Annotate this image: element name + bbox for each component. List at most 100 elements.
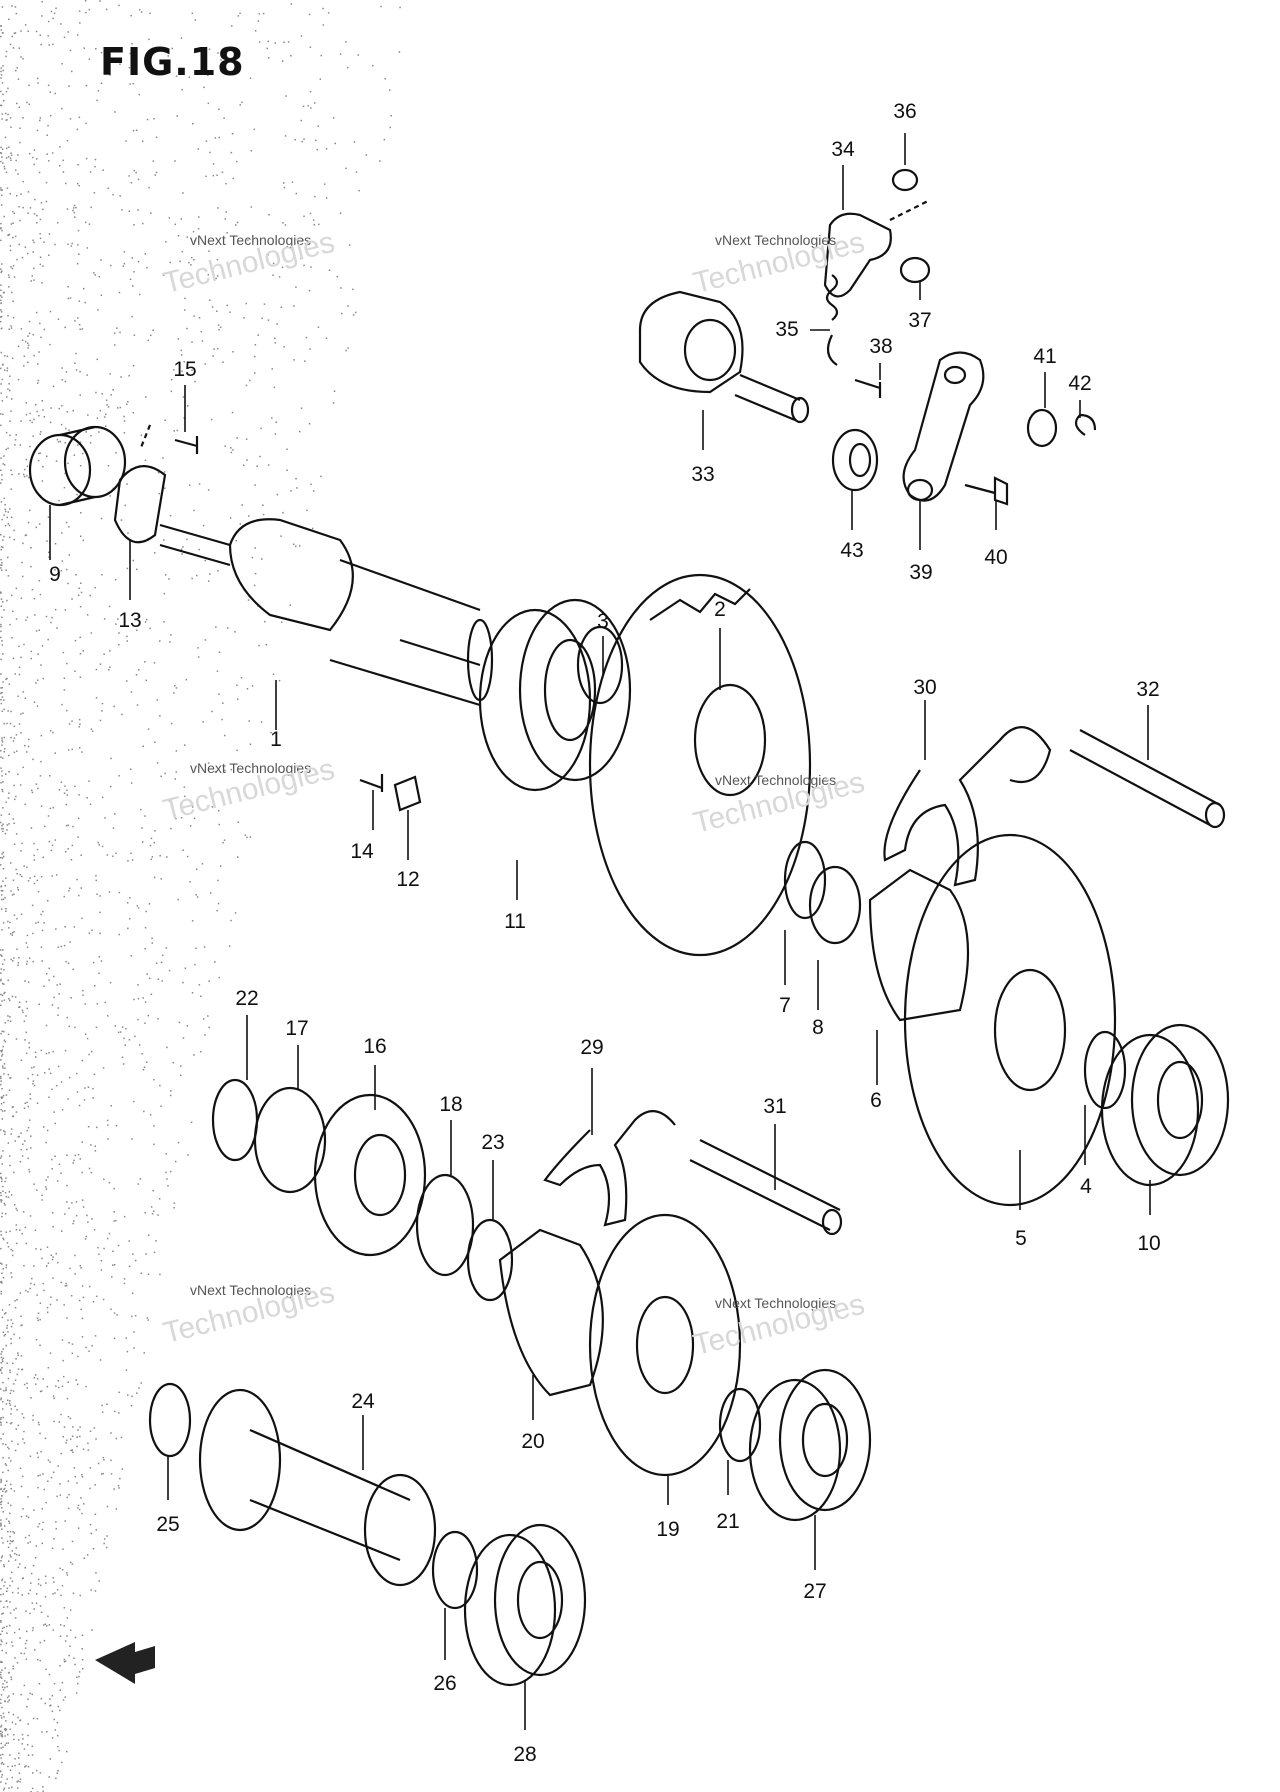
speckle-dot bbox=[1, 6, 4, 8]
speckle-dot bbox=[0, 351, 3, 354]
speckle-dot bbox=[4, 884, 7, 887]
speckle-dot bbox=[76, 128, 79, 131]
speckle-dot bbox=[9, 1540, 12, 1542]
speckle-dot bbox=[115, 1124, 118, 1127]
speckle-dot bbox=[300, 35, 303, 37]
speckle-dot bbox=[0, 1726, 2, 1728]
speckle-dot bbox=[19, 1467, 22, 1470]
speckle-dot bbox=[4, 1180, 6, 1183]
speckle-dot bbox=[169, 1094, 172, 1097]
speckle-dot bbox=[29, 1098, 32, 1100]
speckle-dot bbox=[2, 1067, 4, 1069]
speckle-dot bbox=[348, 244, 351, 246]
speckle-dot bbox=[1, 687, 3, 689]
speckle-dot bbox=[104, 817, 106, 819]
speckle-dot bbox=[0, 29, 3, 31]
speckle-dot bbox=[23, 475, 26, 478]
speckle-dot bbox=[398, 51, 401, 53]
speckle-dot bbox=[15, 1553, 18, 1556]
speckle-dot bbox=[0, 968, 3, 970]
speckle-dot bbox=[310, 107, 312, 109]
speckle-dot bbox=[3, 1585, 5, 1587]
speckle-dot bbox=[0, 1600, 2, 1603]
speckle-dot bbox=[15, 1358, 17, 1360]
speckle-dot bbox=[5, 171, 8, 173]
speckle-dot bbox=[10, 1133, 12, 1135]
speckle-dot bbox=[14, 1657, 16, 1659]
speckle-dot bbox=[5, 1600, 8, 1602]
speckle-dot bbox=[204, 639, 207, 641]
speckle-dot bbox=[1, 1507, 3, 1509]
speckle-dot bbox=[26, 946, 29, 948]
speckle-dot bbox=[10, 1194, 13, 1196]
speckle-dot bbox=[0, 35, 2, 38]
speckle-dot bbox=[174, 223, 176, 226]
speckle-dot bbox=[1, 741, 4, 743]
speckle-dot bbox=[200, 995, 202, 997]
speckle-dot bbox=[48, 254, 50, 256]
speckle-dot bbox=[79, 370, 81, 373]
speckle-dot bbox=[207, 273, 210, 276]
speckle-dot bbox=[26, 616, 29, 619]
speckle-dot bbox=[46, 455, 48, 457]
speckle-dot bbox=[28, 332, 31, 335]
speckle-dot bbox=[123, 1278, 126, 1280]
speckle-dot bbox=[41, 929, 44, 932]
speckle-dot bbox=[27, 347, 29, 349]
speckle-dot bbox=[0, 315, 3, 318]
speckle-dot bbox=[0, 1083, 2, 1086]
speckle-dot bbox=[254, 344, 257, 346]
speckle-dot bbox=[1, 296, 3, 298]
speckle-dot bbox=[17, 1566, 20, 1569]
speckle-dot bbox=[156, 762, 159, 764]
speckle-dot bbox=[66, 794, 69, 796]
speckle-dot bbox=[80, 887, 82, 889]
speckle-dot bbox=[26, 751, 28, 753]
speckle-dot bbox=[7, 1331, 9, 1333]
speckle-dot bbox=[37, 1578, 40, 1581]
speckle-dot bbox=[39, 433, 41, 435]
speckle-dot bbox=[267, 319, 270, 321]
speckle-dot bbox=[27, 1157, 29, 1160]
speckle-dot bbox=[39, 452, 41, 454]
speckle-dot bbox=[50, 621, 52, 624]
speckle-dot bbox=[88, 932, 91, 934]
speckle-dot bbox=[216, 310, 218, 312]
speckle-dot bbox=[0, 77, 2, 79]
speckle-dot bbox=[270, 731, 272, 734]
speckle-dot bbox=[3, 168, 6, 170]
speckle-dot bbox=[103, 618, 106, 620]
speckle-dot bbox=[16, 1299, 18, 1301]
speckle-dot bbox=[18, 1554, 20, 1556]
speckle-dot bbox=[94, 1150, 97, 1152]
speckle-dot bbox=[339, 212, 342, 214]
watermark-text: vNext Technologies bbox=[715, 232, 837, 248]
speckle-dot bbox=[39, 1659, 42, 1662]
speckle-dot bbox=[325, 337, 328, 339]
part-gear-20 bbox=[498, 1228, 604, 1397]
speckle-dot bbox=[76, 1436, 78, 1438]
speckle-dot bbox=[203, 946, 206, 948]
speckle-dot bbox=[303, 138, 305, 140]
speckle-dot bbox=[77, 1504, 80, 1507]
speckle-dot bbox=[163, 539, 165, 541]
speckle-dot bbox=[2, 681, 4, 683]
speckle-dot bbox=[13, 893, 15, 895]
speckle-dot bbox=[74, 362, 76, 364]
speckle-dot bbox=[64, 609, 67, 611]
speckle-dot bbox=[1, 1761, 4, 1764]
speckle-dot bbox=[43, 241, 45, 243]
speckle-dot bbox=[72, 1162, 74, 1164]
speckle-dot bbox=[0, 1129, 2, 1131]
speckle-dot bbox=[2, 1190, 4, 1192]
speckle-dot bbox=[286, 469, 288, 471]
speckle-dot bbox=[186, 538, 188, 541]
speckle-dot bbox=[136, 568, 138, 571]
speckle-dot bbox=[37, 787, 39, 790]
speckle-dot bbox=[63, 677, 66, 679]
speckle-dot bbox=[89, 594, 91, 597]
speckle-dot bbox=[21, 1155, 24, 1157]
speckle-dot bbox=[1, 696, 4, 698]
speckle-dot bbox=[92, 1097, 94, 1099]
speckle-dot bbox=[13, 843, 16, 845]
